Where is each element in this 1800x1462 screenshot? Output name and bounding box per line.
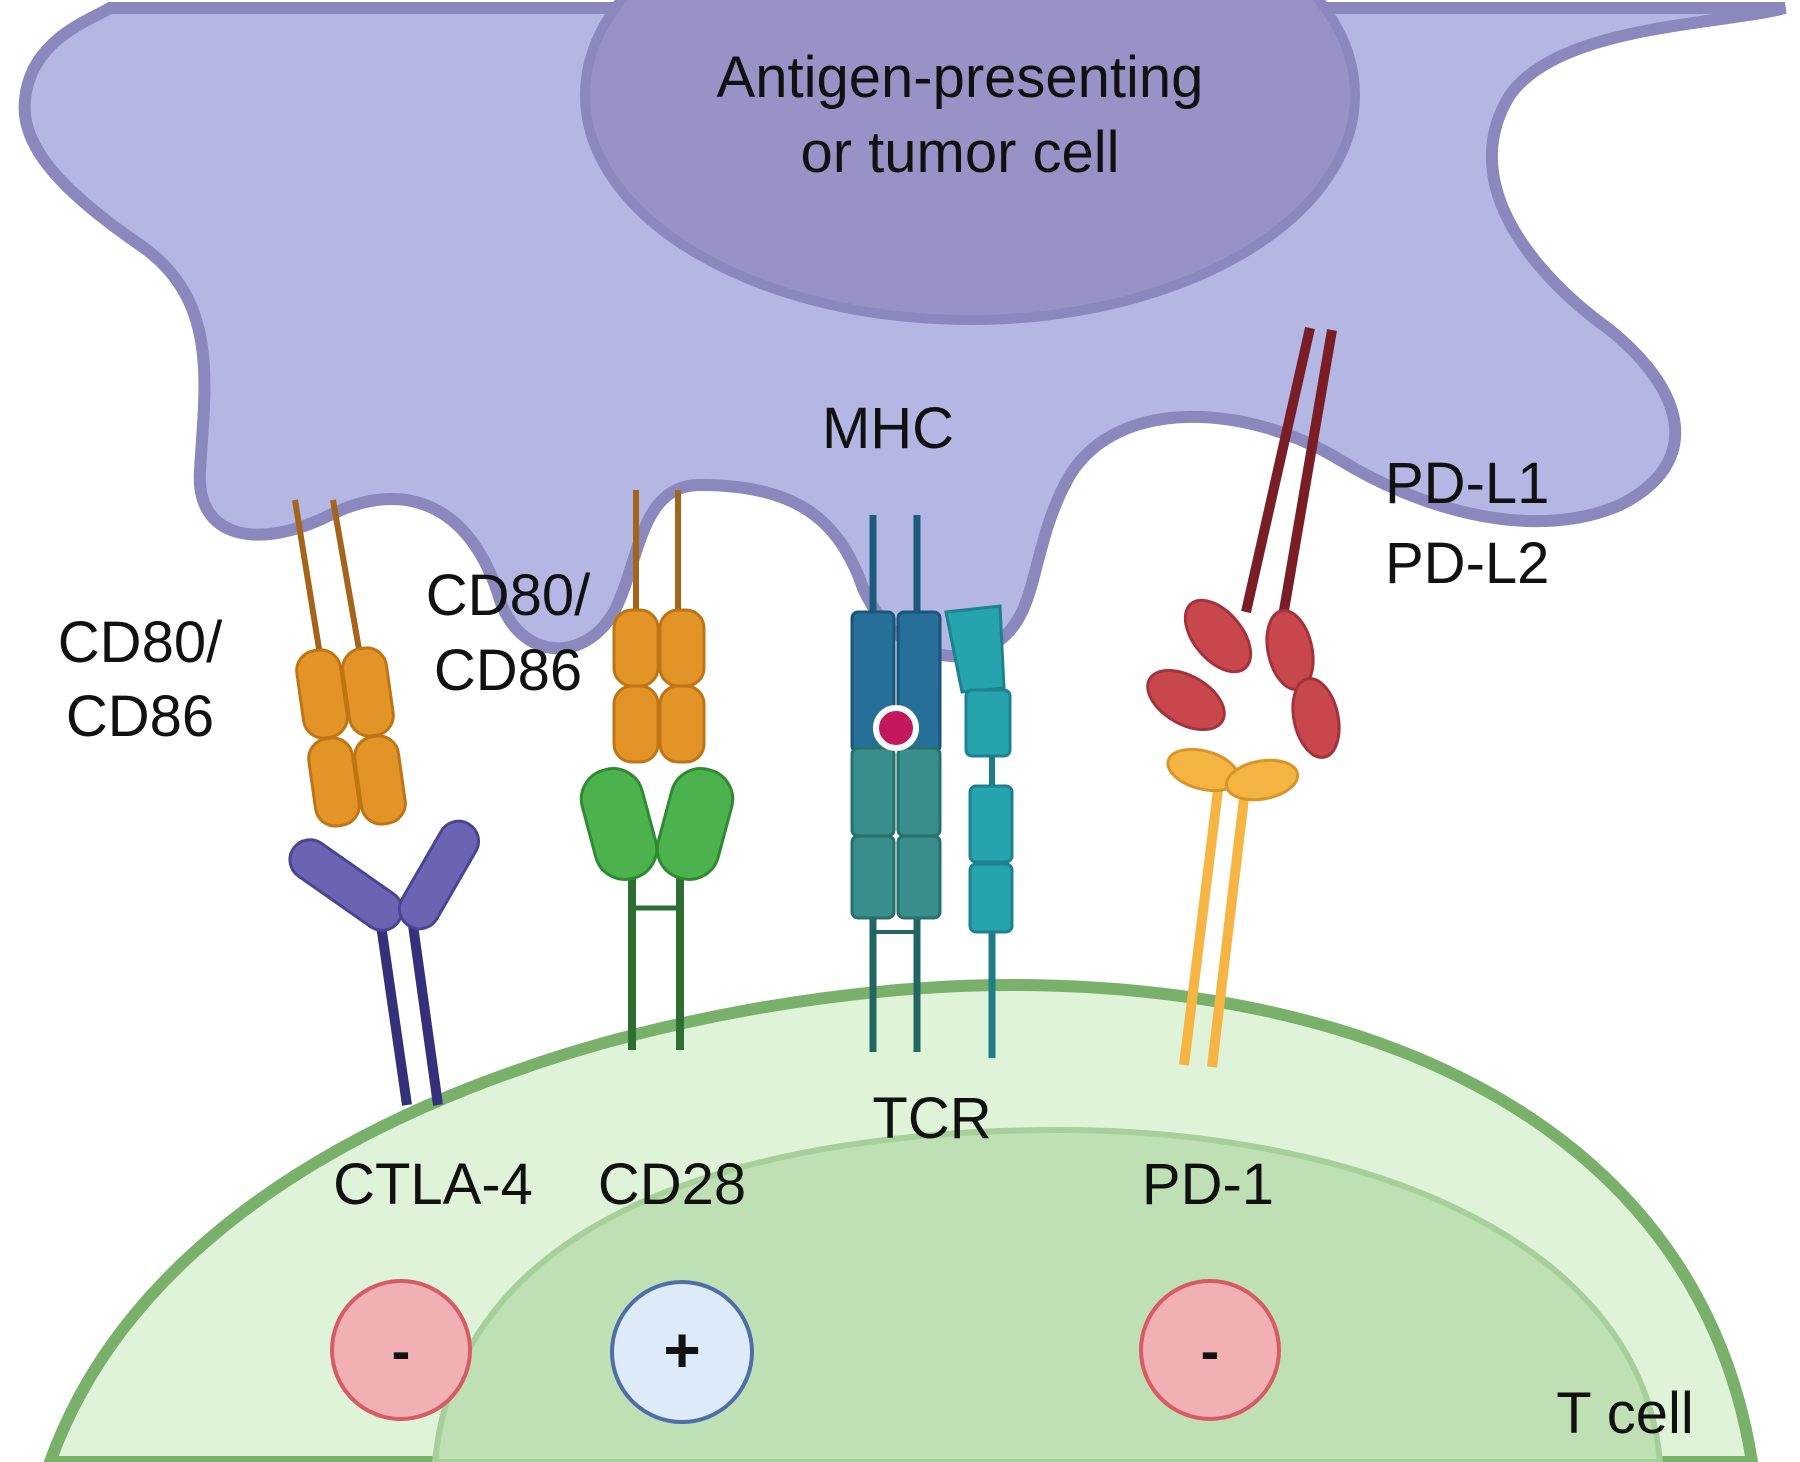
apc-membrane	[18, 2, 1787, 663]
cd28-receptor	[579, 767, 735, 1050]
t-cell-label: T cell	[1556, 1381, 1694, 1446]
cd80-mid-label-line2: CD86	[434, 638, 582, 703]
pd-1-signal-symbol: -	[1201, 1319, 1220, 1382]
ctla-4-receptor	[288, 819, 480, 1106]
cd80-left-label-line2: CD86	[66, 684, 214, 749]
pd-1-inhibitory-signal: -	[1139, 1279, 1281, 1421]
pd-1-label: PD-1	[1142, 1152, 1274, 1217]
pdl-label-line1: PD-L1	[1385, 451, 1549, 516]
apc-label-line2: or tumor cell	[800, 120, 1119, 185]
cd80-cd86-left	[292, 499, 407, 828]
ctla-4-label: CTLA-4	[333, 1152, 533, 1217]
cd28-label: CD28	[598, 1152, 746, 1217]
antigen-peptide	[873, 705, 919, 751]
cd80-mid-label-line1: CD80/	[426, 563, 591, 628]
ctla-4-inhibitory-signal: -	[330, 1279, 472, 1421]
cd28-signal-symbol: +	[663, 1314, 700, 1386]
antigen-presenting-cell	[18, 0, 1787, 663]
t-cell	[43, 978, 1759, 1462]
pd-1-receptor	[1166, 747, 1300, 1068]
tcr-receptor	[850, 746, 942, 1052]
cd80-cd86-middle	[612, 490, 706, 764]
cd28-stimulatory-signal: +	[610, 1280, 754, 1424]
apc-nucleus	[580, 0, 1360, 325]
pdl-label-line2: PD-L2	[1385, 531, 1549, 596]
tcr-label: TCR	[872, 1086, 991, 1151]
pd-l1-pd-l2-ligand	[1146, 326, 1341, 759]
cd3-complex	[944, 604, 1014, 1058]
apc-label-line1: Antigen-presenting	[717, 45, 1204, 110]
ctla-4-signal-symbol: -	[392, 1319, 411, 1382]
mhc-label: MHC	[822, 396, 954, 461]
cd80-left-label-line1: CD80/	[58, 610, 223, 675]
